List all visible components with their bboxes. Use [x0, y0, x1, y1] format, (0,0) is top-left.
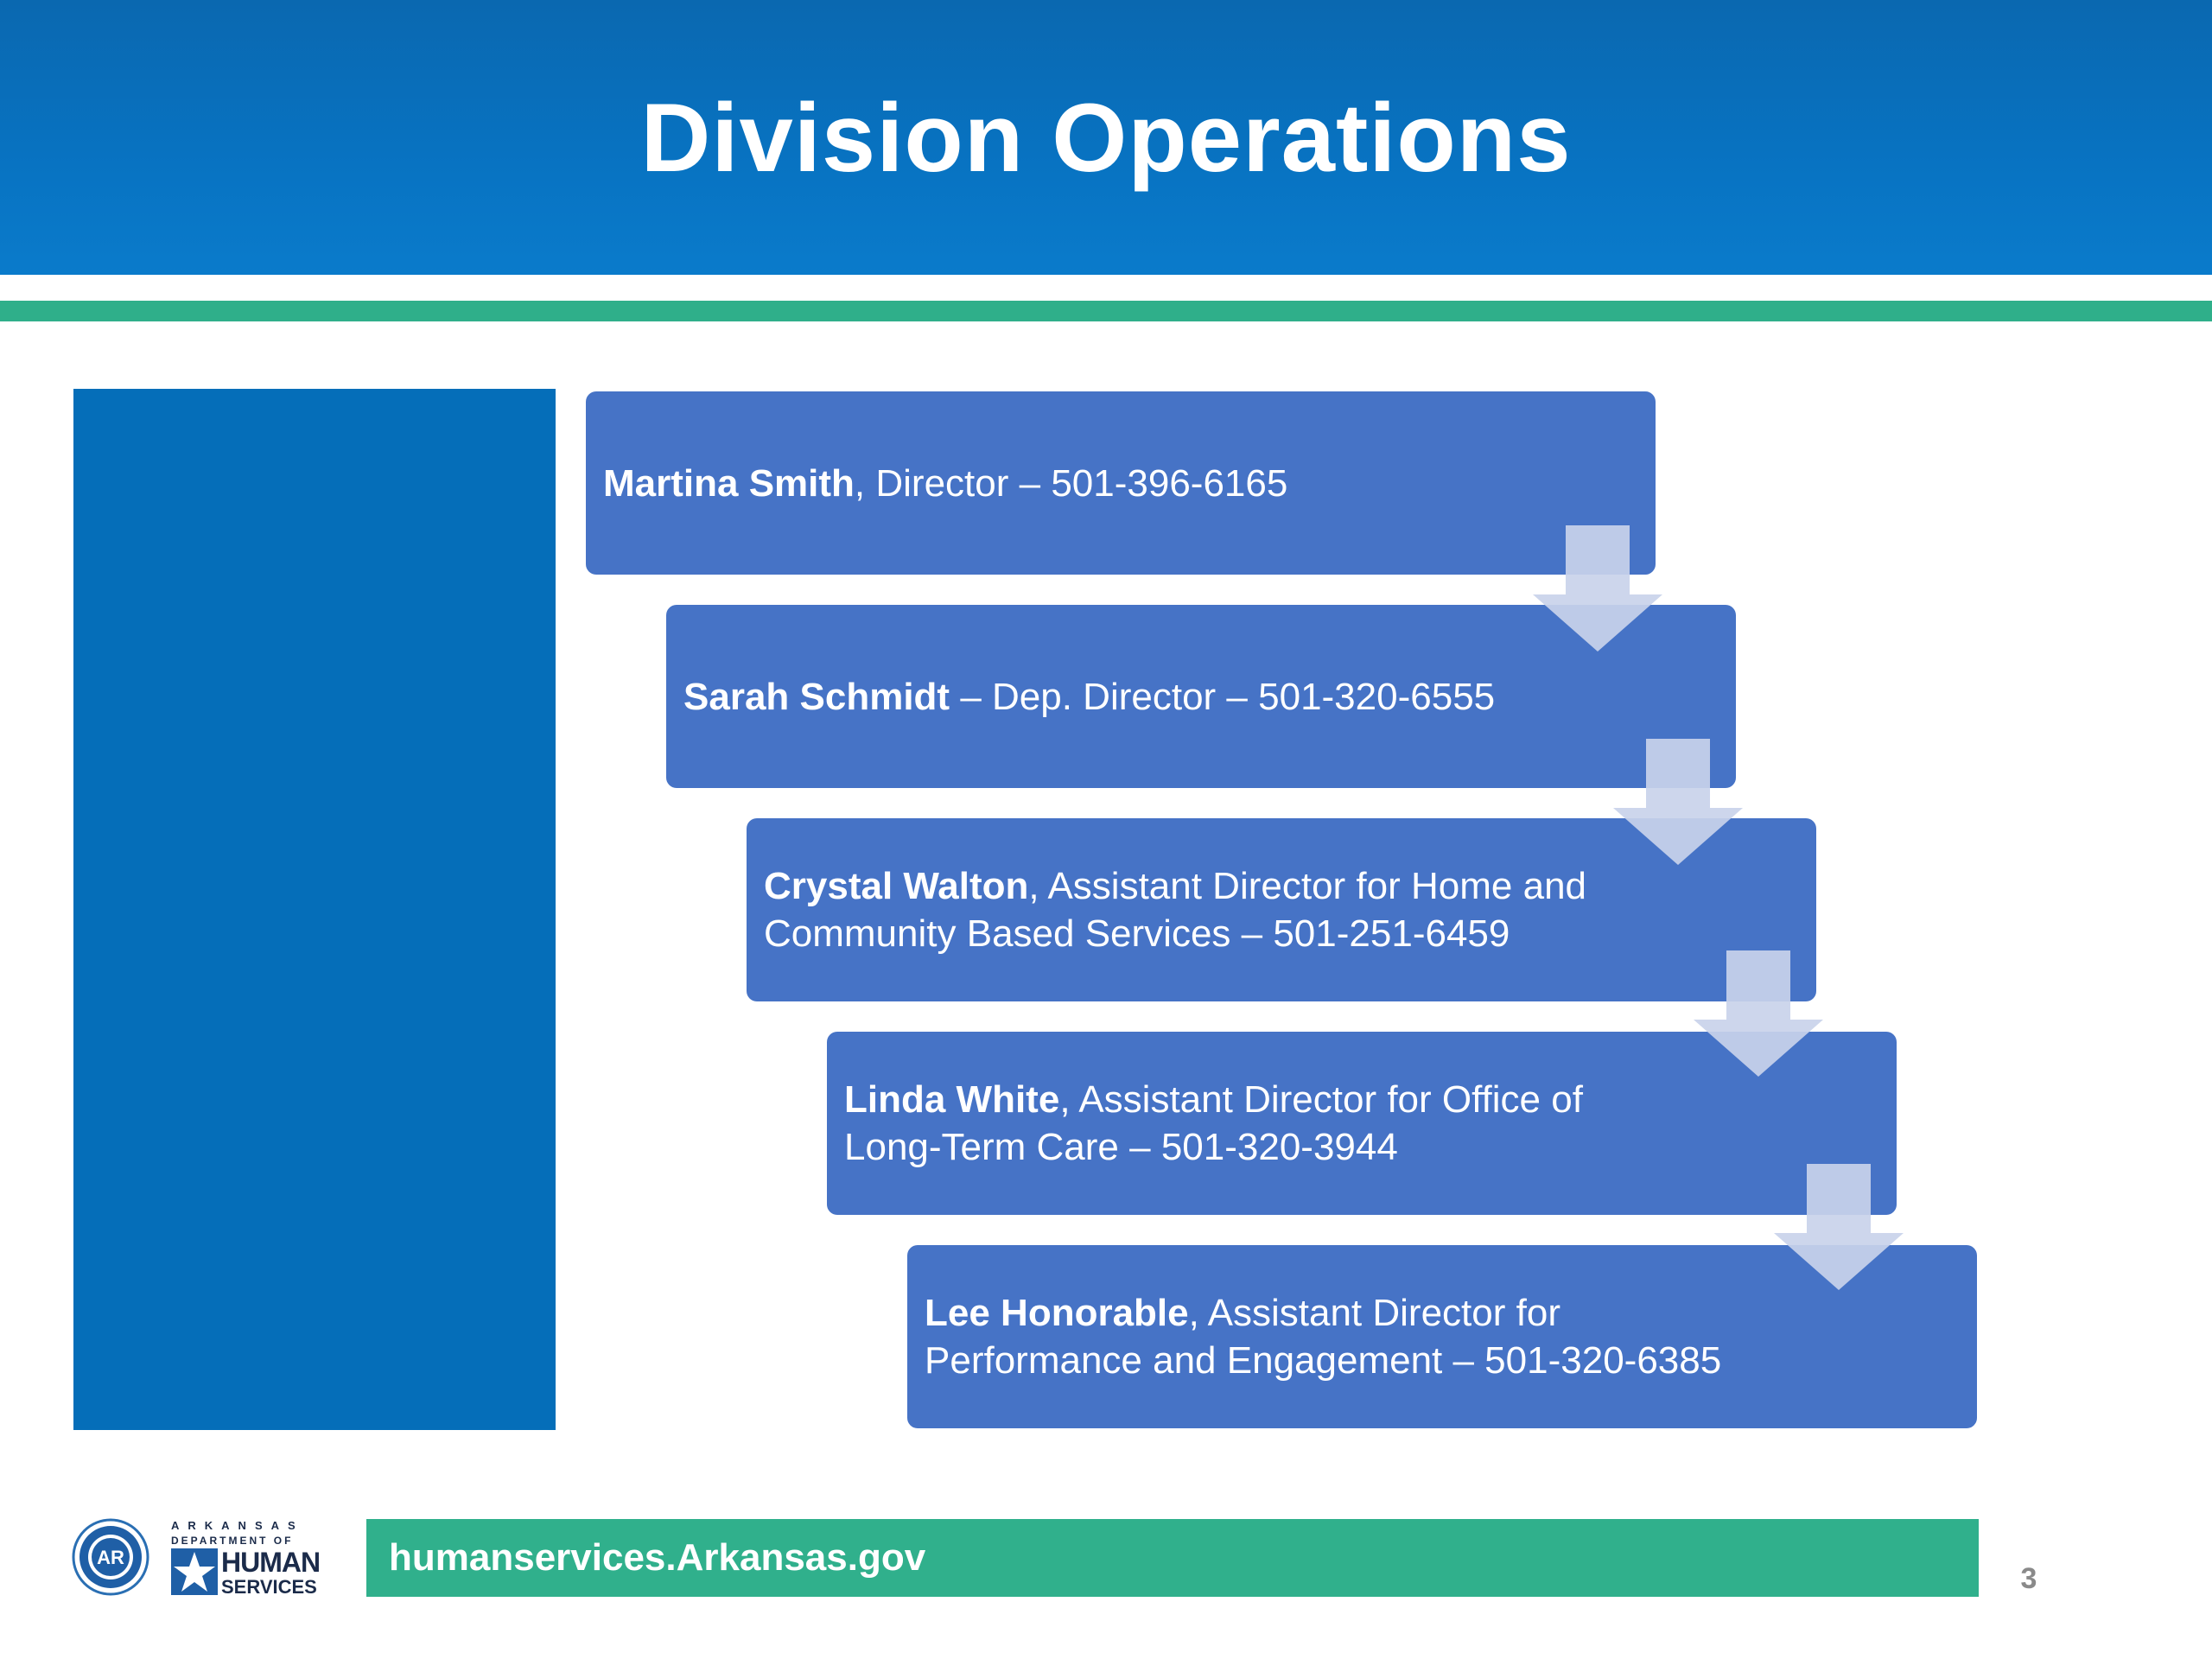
- svg-text:AR: AR: [97, 1547, 124, 1568]
- step-4-name: Linda White: [844, 1078, 1060, 1121]
- step-box-4: Linda White, Assistant Director for Offi…: [827, 1032, 1897, 1215]
- page-number: 3: [2020, 1562, 2037, 1595]
- down-arrow-icon: [1533, 525, 1662, 652]
- slide-title: Division Operations: [640, 84, 1572, 192]
- step-box-3: Crystal Walton, Assistant Director for H…: [747, 818, 1816, 1001]
- down-arrow-icon: [1613, 739, 1743, 865]
- step-1-name: Martina Smith: [603, 461, 855, 505]
- logo-line-human: HUMAN: [221, 1547, 321, 1578]
- step-3-name: Crystal Walton: [764, 865, 1029, 907]
- green-rule: [0, 301, 2212, 321]
- step-box-2: Sarah Schmidt – Dep. Director – 501-320-…: [666, 605, 1736, 788]
- step-2-name: Sarah Schmidt: [683, 675, 950, 718]
- footer-url[interactable]: humanservices.Arkansas.gov: [389, 1536, 926, 1579]
- logo-line-department: DEPARTMENT OF: [171, 1535, 294, 1547]
- step-1-detail: , Director – 501-396-6165: [854, 461, 1288, 505]
- step-3-detail: , Assistant Director for Home and Commun…: [764, 865, 1587, 955]
- step-5-detail: , Assistant Director for Performance and…: [925, 1292, 1722, 1382]
- down-arrow-icon: [1694, 950, 1823, 1077]
- step-4-detail: , Assistant Director for Office of Long-…: [844, 1078, 1583, 1168]
- logo-line-services: SERVICES: [221, 1576, 317, 1598]
- step-2-detail: – Dep. Director – 501-320-6555: [950, 675, 1496, 718]
- logo-line-arkansas: ARKANSAS: [171, 1519, 304, 1532]
- step-5-name: Lee Honorable: [925, 1292, 1189, 1334]
- header-gap: [0, 275, 2212, 301]
- dhs-logo: ARKANSAS DEPARTMENT OF HUMAN SERVICES: [171, 1519, 332, 1598]
- dhs-star-icon: [171, 1548, 218, 1595]
- step-box-1: Martina Smith, Director – 501-396-6165: [586, 391, 1656, 575]
- arkansas-seal-icon: AR: [72, 1518, 149, 1596]
- down-arrow-icon: [1774, 1164, 1904, 1290]
- footer-bar: humanservices.Arkansas.gov: [366, 1519, 1979, 1597]
- side-panel: [73, 389, 556, 1430]
- header-band: Division Operations: [0, 0, 2212, 275]
- step-box-5: Lee Honorable, Assistant Director for Pe…: [907, 1245, 1977, 1428]
